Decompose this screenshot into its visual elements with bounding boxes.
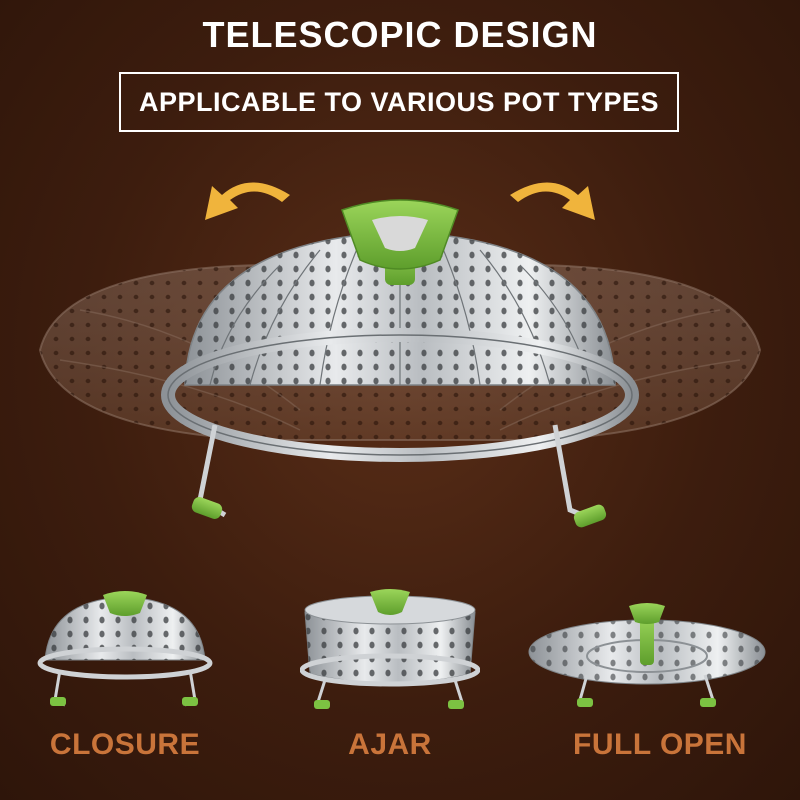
state-label-full-open: FULL OPEN bbox=[573, 728, 747, 761]
steamer-legs bbox=[191, 424, 607, 528]
state-ajar-figure bbox=[300, 589, 480, 709]
state-closure-figure bbox=[37, 591, 213, 707]
subtitle-box: APPLICABLE TO VARIOUS POT TYPES bbox=[119, 72, 679, 132]
state-label-ajar: AJAR bbox=[348, 728, 432, 761]
steamer-handle bbox=[341, 199, 459, 285]
state-full-open-figure bbox=[528, 603, 766, 707]
rotate-left-arrow-icon bbox=[205, 182, 290, 220]
page-title: TELESCOPIC DESIGN bbox=[202, 14, 598, 55]
subtitle: APPLICABLE TO VARIOUS POT TYPES bbox=[138, 86, 660, 117]
rotate-right-arrow-icon bbox=[510, 182, 595, 220]
hero-steamer-illustration bbox=[38, 182, 762, 528]
state-label-closure: CLOSURE bbox=[49, 728, 201, 761]
